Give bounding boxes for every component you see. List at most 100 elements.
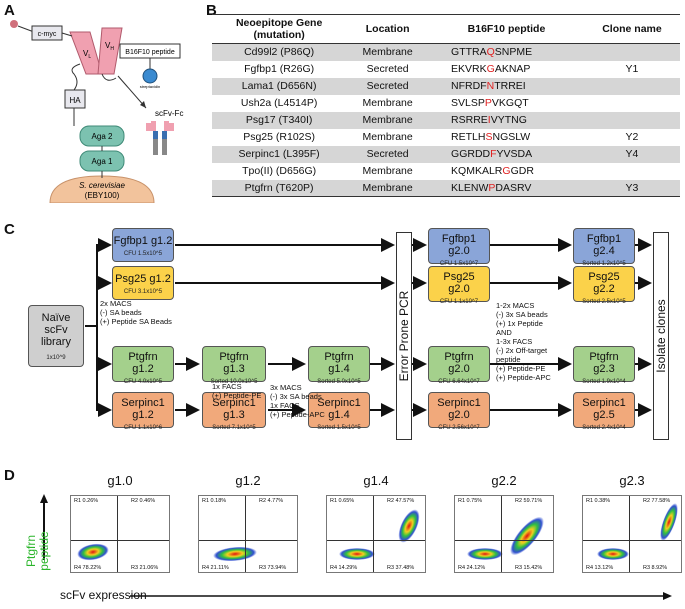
facs-plot: R1 0.18%R2 4.77%R4 21.11%R3 73.94%	[198, 495, 298, 573]
aga1-label: Aga 1	[92, 157, 113, 166]
fgfbp1-g24-box: Fgfbp1 g2.4 Sorted 1.2x10^5	[573, 228, 635, 267]
quadrant-r2: R2 77.58%	[643, 498, 671, 504]
location-cell: Secreted	[346, 145, 430, 163]
yeast-display-schematic: S. cerevisiae (EBY100) Aga 1 Aga 2 HA VL…	[10, 20, 183, 203]
peptide-suffix: AKNAP	[494, 63, 531, 75]
peptide-cell: KLENWPDASRV	[429, 179, 584, 197]
gene-cell: Ptgfrn (T620P)	[212, 179, 347, 197]
ptgfrn-g14-box: Ptgfrn g1.4 Sorted 5.0x10^5	[308, 346, 370, 385]
gene-cell: Fgfbp1 (R26G)	[244, 63, 315, 75]
aga2-label: Aga 2	[92, 132, 113, 141]
clone-cell: Y4	[583, 145, 680, 163]
peptide-prefix: GGRDD	[451, 148, 491, 160]
peptide-cell: GGRDDFYVSDA	[429, 145, 584, 163]
ha-label: HA	[69, 96, 81, 105]
peptide-prefix: GTTRA	[451, 46, 487, 59]
gene-cell: Ush2a (L4514P)	[240, 97, 318, 109]
peptide-cell: SVLSPPVKGQT	[429, 95, 584, 112]
peptide-suffix: SNPME	[494, 46, 533, 59]
quadrant-r4: R4 14.29%	[330, 565, 358, 571]
vh-domain	[97, 27, 123, 75]
mutated-residue: P	[488, 181, 496, 194]
serpinc1-g25-box: Serpinc1 g2.5 Sorted 2.4x10^4	[573, 392, 635, 431]
location-cell: Secreted	[346, 77, 430, 95]
serpinc1-g13-box: Serpinc1 g1.3 Sorted 7.1x10^5	[202, 392, 266, 431]
peptide-label: B16F10 peptide	[125, 49, 175, 56]
gene-cell: Psg25 (R102S)	[243, 131, 316, 143]
mutated-residue: G	[486, 63, 495, 75]
mutated-residue: S	[485, 131, 493, 143]
psg25-g12-box: Psg25 g1.2 CFU 3.1x10^5	[112, 266, 174, 300]
fgfbp1-g12-box: Fgfbp1 g1.2 CFU 1.5x10^5	[112, 228, 174, 262]
mutated-residue: F	[490, 148, 497, 160]
streptavidin	[142, 68, 158, 84]
peptide-suffix: GDR	[510, 165, 534, 177]
col-header-gene: Neoepitope Gene (mutation)	[212, 14, 347, 44]
facs-note: 1x FACS (+) Peptide-PE	[212, 382, 262, 400]
mutated-residue: P	[484, 97, 492, 109]
facs-plot-title: g1.0	[107, 473, 133, 488]
serpinc1-g12-box: Serpinc1 g1.2 CFU 1.1x10^6	[112, 392, 174, 431]
location-cell: Membrane	[362, 165, 413, 177]
mutated-residue: I	[487, 114, 491, 126]
serpinc1-g20-box: Serpinc1 g2.0 CFU 2.56x10^7	[428, 392, 490, 431]
yeast-label-2: (EBY100)	[85, 191, 120, 200]
mutated-residue: N	[486, 80, 495, 92]
gene-cell: Cd99l2 (P86Q)	[212, 43, 347, 61]
quadrant-r1: R1 0.38%	[586, 498, 611, 504]
panel-label-c: C	[4, 221, 15, 238]
quadrant-r2: R2 4.77%	[259, 498, 284, 504]
facs-density	[339, 548, 375, 560]
error-prone-pcr-box: Error Prone PCR	[396, 232, 412, 440]
peptide-prefix: RETLH	[451, 131, 486, 143]
quadrant-r1: R1 0.26%	[74, 498, 99, 504]
peptide-prefix: SVLSP	[451, 97, 485, 109]
peptide-prefix: KLENW	[451, 181, 489, 194]
quadrant-r3: R3 8.92%	[643, 565, 668, 571]
psg25-g20-box: Psg25 g2.0 CFU 1.1x10^7	[428, 266, 490, 305]
peptide-cell: RSRREIVYTNG	[429, 111, 584, 129]
peptide-prefix: RSRRE	[451, 114, 488, 126]
table-row: Psg25 (R102S) Membrane RETLHSNGSLW Y2	[212, 129, 680, 146]
mutated-residue: G	[502, 165, 511, 177]
quadrant-r1: R1 0.18%	[202, 498, 227, 504]
ha-tag	[64, 89, 86, 109]
quadrant-r3: R3 21.06%	[131, 565, 159, 571]
facs-density	[510, 516, 544, 556]
facs-density	[398, 509, 420, 543]
facs-plot-title: g2.2	[491, 473, 517, 488]
peptide-suffix: NGSLW	[492, 131, 531, 143]
col-header-peptide: B16F10 peptide	[429, 14, 584, 44]
peptide-suffix: VKGQT	[491, 97, 529, 109]
isolate-clones-box: Isolate clones	[653, 232, 669, 440]
gene-cell: Tpo(II) (D656G)	[242, 165, 317, 177]
facs-plot: R1 0.65%R2 47.57%R4 14.29%R3 37.48%	[326, 495, 426, 573]
peptide-cell: EKVRKGAKNAP	[429, 61, 584, 78]
quadrant-r2: R2 59.71%	[515, 498, 543, 504]
location-cell: Secreted	[366, 63, 409, 75]
peptide-suffix: YVSDA	[496, 148, 533, 160]
peptide-suffix: VYTNG	[490, 114, 527, 126]
quadrant-r2: R2 0.46%	[131, 498, 156, 504]
psg25-g22-box: Psg25 g2.2 Sorted 2.5x10^5	[573, 266, 635, 305]
quadrant-r2: R2 47.57%	[387, 498, 415, 504]
clone-cell	[583, 111, 680, 129]
clone-cell: Y2	[625, 131, 639, 143]
gene-cell: Serpinc1 (L395F)	[212, 145, 347, 163]
location-cell: Membrane	[362, 131, 413, 143]
facs-plot-title: g1.4	[363, 473, 389, 488]
yeast-label-1: S. cerevisiae	[79, 181, 125, 190]
ptgfrn-g23-box: Ptgfrn g2.3 Sorted 1.9x10^4	[573, 346, 635, 385]
fgfbp1-g20-box: Fgfbp1 g2.0 CFU 1.5x10^7	[428, 228, 490, 267]
panel-label-a: A	[4, 2, 15, 19]
vl-label: VL	[83, 49, 91, 60]
ptgfrn-g20-box: Ptgfrn g2.0 CFU 6.64x10^7	[428, 346, 490, 385]
peptide-cell: GTTRAQSNPME	[429, 43, 584, 61]
